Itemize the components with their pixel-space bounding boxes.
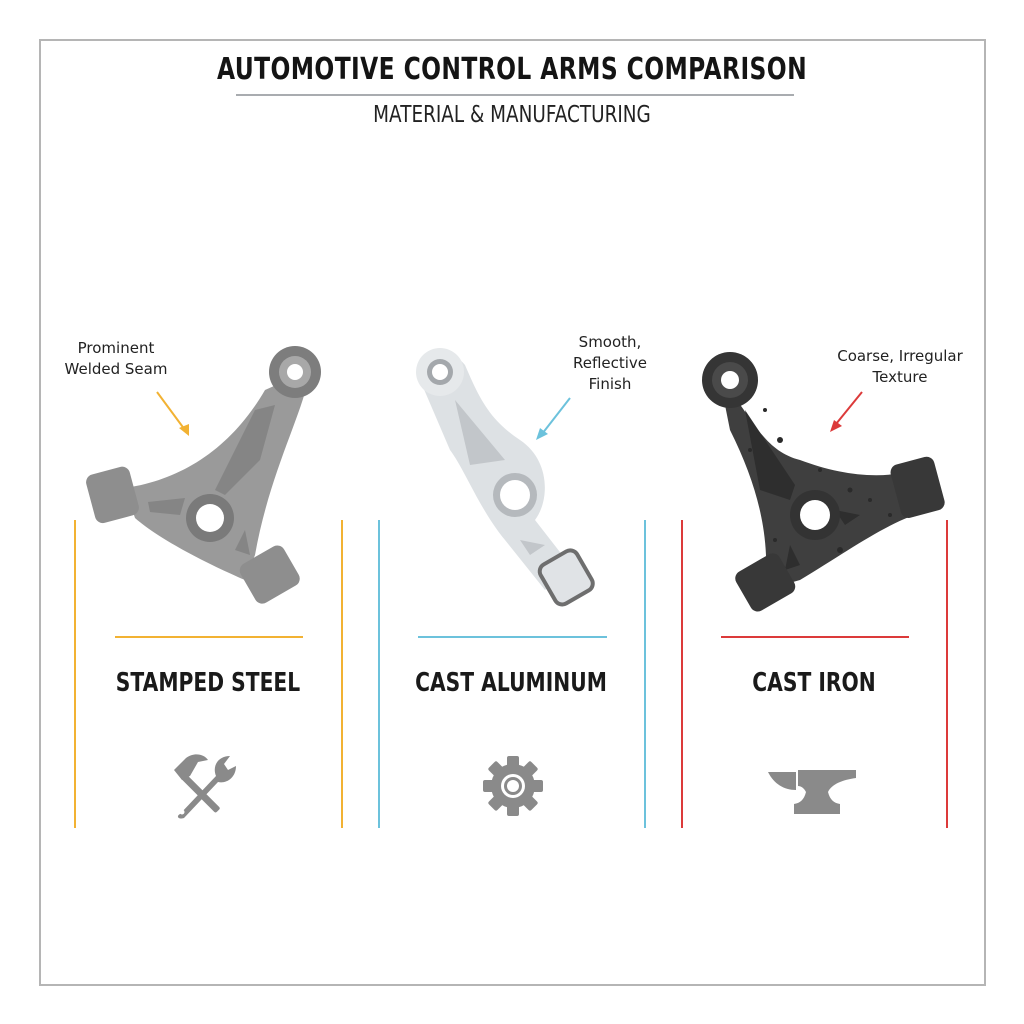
callout-line: Welded Seam bbox=[64, 360, 168, 378]
gear-icon bbox=[483, 756, 543, 816]
cast-aluminum-callout: Smooth, Reflective Finish bbox=[540, 332, 680, 395]
callout-line: Coarse, Irregular bbox=[837, 347, 963, 365]
stamped-steel-left-line bbox=[74, 520, 76, 828]
callout-line: Prominent bbox=[77, 339, 155, 357]
cast-iron-callout: Coarse, Irregular Texture bbox=[820, 346, 980, 388]
stamped-steel-label: STAMPED STEEL bbox=[115, 668, 301, 698]
cast-iron-control-arm bbox=[702, 352, 945, 612]
callout-arrow-icon bbox=[830, 391, 863, 432]
page-subtitle: MATERIAL & MANUFACTURING bbox=[373, 102, 651, 128]
title-divider bbox=[236, 94, 794, 96]
cast-aluminum-control-arm bbox=[416, 348, 595, 607]
callout-line: Smooth, bbox=[578, 333, 642, 351]
outer-frame bbox=[39, 39, 986, 986]
hammer-wrench-icon bbox=[174, 754, 236, 819]
callout-arrow-icon bbox=[156, 391, 189, 436]
stamped-steel-callout: Prominent Welded Seam bbox=[46, 338, 186, 380]
callout-line: Finish bbox=[588, 375, 632, 393]
cast-aluminum-divider bbox=[418, 636, 607, 638]
cast-iron-divider bbox=[721, 636, 909, 638]
page-title: AUTOMOTIVE CONTROL ARMS COMPARISON bbox=[216, 52, 808, 87]
cast-iron-label: CAST IRON bbox=[752, 668, 876, 698]
stamped-steel-divider bbox=[115, 636, 303, 638]
anvil-icon bbox=[768, 770, 856, 814]
callout-arrow-icon bbox=[536, 397, 571, 440]
cast-aluminum-right-line bbox=[644, 520, 646, 828]
cast-aluminum-label: CAST ALUMINUM bbox=[415, 668, 607, 698]
callout-line: Texture bbox=[872, 368, 928, 386]
stamped-steel-right-line bbox=[341, 520, 343, 828]
stamped-steel-control-arm bbox=[86, 346, 321, 604]
cast-iron-left-line bbox=[681, 520, 683, 828]
callout-line: Reflective bbox=[572, 354, 648, 372]
cast-iron-right-line bbox=[946, 520, 948, 828]
cast-aluminum-left-line bbox=[378, 520, 380, 828]
